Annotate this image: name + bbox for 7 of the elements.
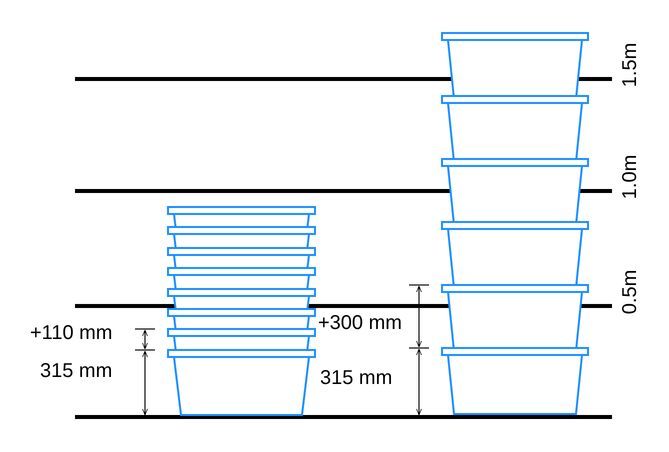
dimension-label: 315 mm bbox=[320, 367, 392, 389]
height-label: 1.0m bbox=[619, 154, 642, 200]
dimension-label: +300 mm bbox=[318, 312, 402, 334]
dimension-label: +110 mm bbox=[30, 322, 112, 344]
height-label: 1.5m bbox=[619, 42, 642, 88]
height-label: 0.5m bbox=[619, 270, 642, 314]
dimension-label: 315 mm bbox=[40, 360, 112, 382]
